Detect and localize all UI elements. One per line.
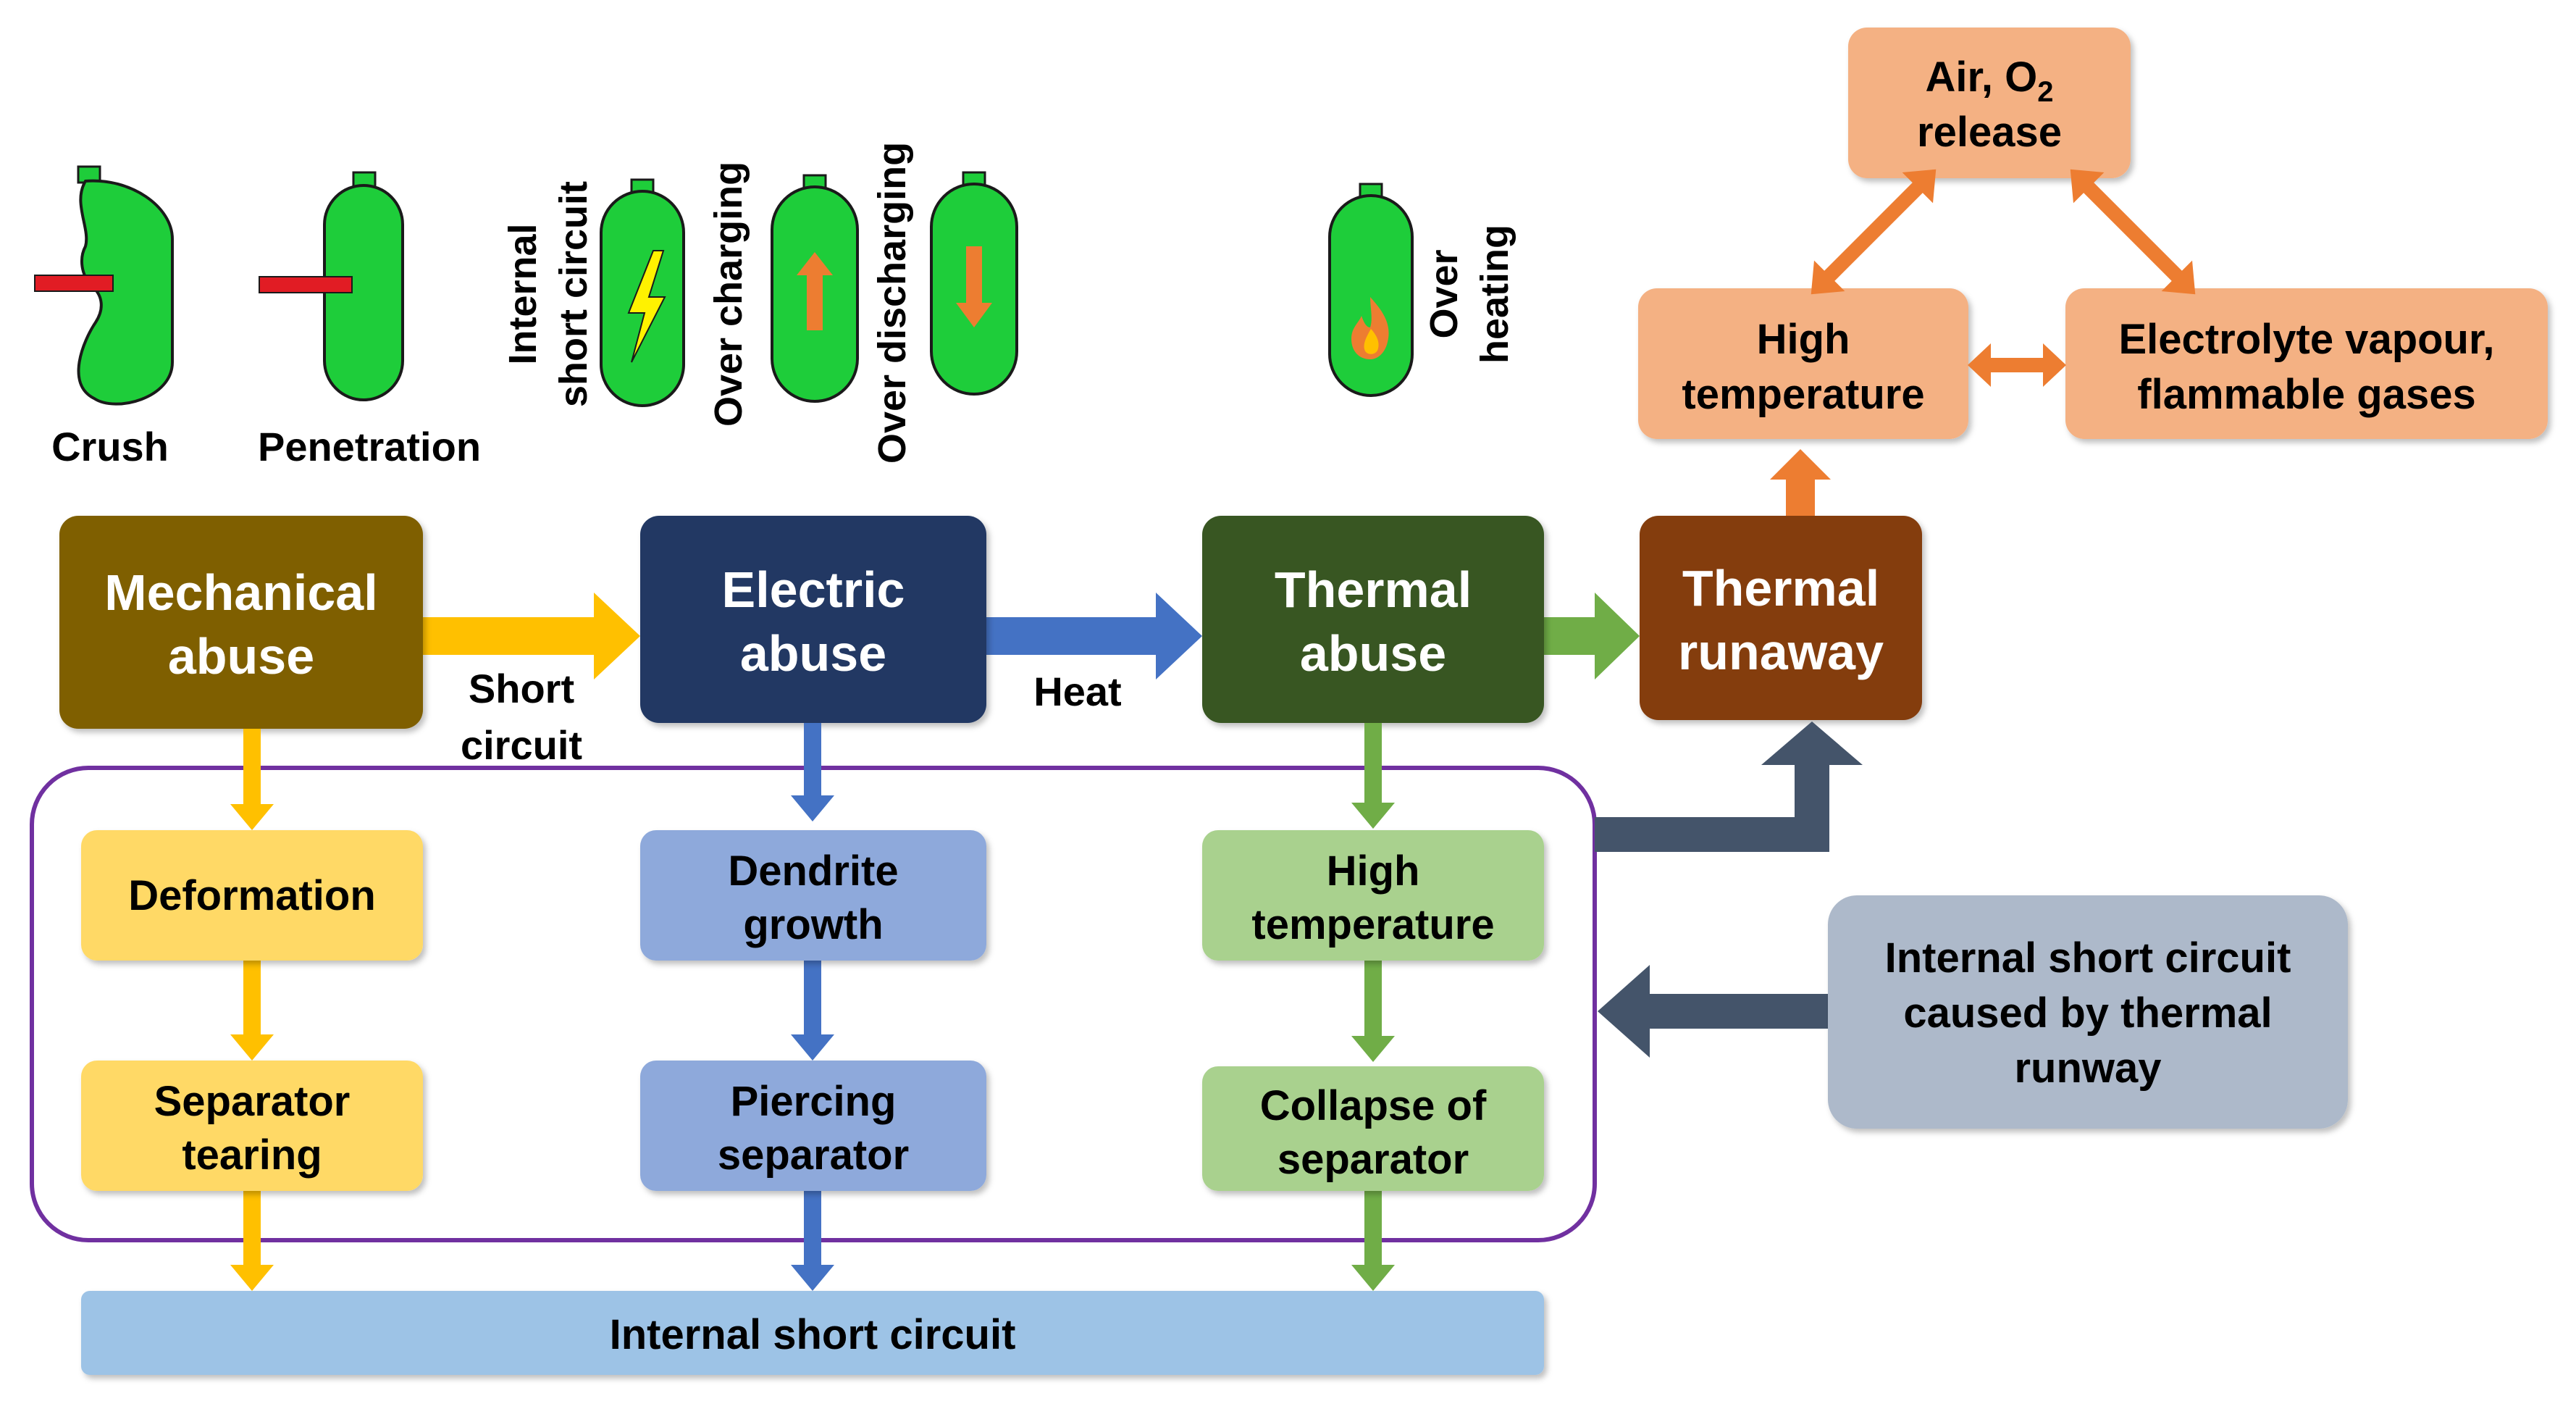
thermal-high-temperature-line1: High <box>1327 848 1420 895</box>
thermal-abuse-line2: abuse <box>1300 625 1446 682</box>
separator-tearing-line2: tearing <box>182 1132 322 1179</box>
thermal-abuse-line1: Thermal <box>1275 561 1472 618</box>
release-label: release <box>1917 109 2062 156</box>
over-discharging-label: Over discharging <box>870 142 914 464</box>
arrow-electric-to-thermal <box>986 593 1202 679</box>
battery-cell-icon <box>77 179 174 406</box>
arrow-side-to-frame <box>1598 965 1828 1058</box>
arrow-blue-2 <box>791 961 834 1061</box>
feedback-high-temperature-line1: High <box>1757 316 1850 363</box>
arrow-air-electrolyte <box>2070 169 2196 295</box>
piercing-separator-line2: separator <box>718 1132 909 1179</box>
heat-label: Heat <box>1033 669 1121 714</box>
dendrite-growth-line1: Dendrite <box>728 848 898 895</box>
electric-abuse-box: Electric abuse <box>640 516 986 723</box>
crush-label: Crush <box>51 424 169 469</box>
feedback-high-temperature-box: High temperature <box>1638 288 1968 439</box>
isc-thermal-line3: runway <box>2014 1045 2161 1092</box>
arrow-hightemp-air <box>1811 169 1937 295</box>
feedback-high-temperature-line2: temperature <box>1682 371 1924 418</box>
thermal-runaway-box: Thermal runaway <box>1640 516 1922 720</box>
separator-tearing-box: Separator tearing <box>81 1061 423 1191</box>
internal-short-circuit-bar: Internal short circuit <box>81 1291 1544 1375</box>
crush-bar-icon <box>34 275 114 292</box>
air-o2-label: Air, O2 <box>1926 54 2054 108</box>
arrow-yellow-2 <box>230 961 274 1061</box>
thermal-runaway-line1: Thermal <box>1682 560 1879 616</box>
arrow-yellow-1 <box>230 729 274 830</box>
cell-crush: Crush <box>34 165 174 469</box>
arrow-blue-1 <box>791 723 834 821</box>
over-heating-label-1: Over <box>1422 249 1466 338</box>
short-circuit-label-1: Short <box>469 666 574 711</box>
mechanical-abuse-box: Mechanical abuse <box>59 516 423 729</box>
dendrite-growth-line2: growth <box>743 901 883 948</box>
internal-short-label-1: Internal <box>501 223 545 364</box>
electric-abuse-line1: Electric <box>722 561 905 618</box>
piercing-separator-box: Piercing separator <box>640 1061 986 1191</box>
lightning-icon <box>627 250 666 363</box>
mechanical-abuse-line1: Mechanical <box>104 564 377 621</box>
up-arrow-icon <box>797 252 833 330</box>
separator-tearing-line1: Separator <box>154 1078 351 1125</box>
deformation-label: Deformation <box>128 872 376 919</box>
nail-icon <box>259 276 353 293</box>
cell-over-heating: Over heating <box>1328 183 1516 397</box>
isc-thermal-line2: caused by thermal <box>1903 990 2272 1037</box>
deformation-box: Deformation <box>81 830 423 961</box>
thermal-high-temperature-box: High temperature <box>1202 830 1544 961</box>
electrolyte-line2: flammable gases <box>2137 371 2475 418</box>
electrolyte-line1: Electrolyte vapour, <box>2119 316 2495 363</box>
thermal-abuse-box: Thermal abuse <box>1202 516 1544 723</box>
arrow-frame-to-runaway <box>1595 722 1863 852</box>
cell-over-charging: Over charging <box>707 162 859 427</box>
arrow-thermal-to-runaway <box>1544 593 1640 679</box>
flame-icon <box>1351 297 1389 359</box>
short-circuit-label-2: circuit <box>461 722 582 768</box>
cell-penetration: Penetration <box>258 171 481 469</box>
electric-abuse-line2: abuse <box>740 625 886 682</box>
cell-internal-short: Internal short circuit <box>501 178 685 407</box>
internal-short-circuit-label: Internal short circuit <box>610 1311 1016 1358</box>
internal-short-label-2: short circuit <box>552 181 595 407</box>
arrow-green-1 <box>1351 723 1395 829</box>
dendrite-growth-box: Dendrite growth <box>640 830 986 961</box>
arrow-blue-3 <box>791 1191 834 1291</box>
thermal-high-temperature-line2: temperature <box>1251 901 1494 948</box>
arrow-runaway-to-high-temp <box>1770 449 1831 516</box>
isc-caused-by-runaway-box: Internal short circuit caused by thermal… <box>1828 895 2348 1129</box>
mechanical-abuse-line2: abuse <box>168 628 314 685</box>
collapse-of-separator-line1: Collapse of <box>1260 1082 1487 1129</box>
electrolyte-vapour-box: Electrolyte vapour, flammable gases <box>2065 288 2548 439</box>
collapse-of-separator-line2: separator <box>1277 1136 1469 1183</box>
collapse-of-separator-box: Collapse of separator <box>1202 1066 1544 1191</box>
isc-thermal-line1: Internal short circuit <box>1885 934 2291 982</box>
thermal-runaway-line2: runaway <box>1678 624 1884 680</box>
arrow-yellow-3 <box>230 1191 274 1291</box>
air-o2-release-box: Air, O2 release <box>1848 28 2131 178</box>
over-charging-label: Over charging <box>707 162 750 427</box>
penetration-label: Penetration <box>258 424 481 469</box>
down-arrow-icon <box>956 246 992 327</box>
arrow-green-3 <box>1351 1191 1395 1291</box>
arrow-hightemp-electrolyte <box>1968 343 2066 387</box>
arrow-mechanical-to-electric <box>423 593 640 679</box>
over-heating-label-2: heating <box>1473 225 1516 364</box>
arrow-green-2 <box>1351 961 1395 1062</box>
piercing-separator-line1: Piercing <box>731 1078 897 1125</box>
battery-cell-icon <box>1328 194 1414 397</box>
cell-over-discharging: Over discharging <box>870 142 1018 464</box>
